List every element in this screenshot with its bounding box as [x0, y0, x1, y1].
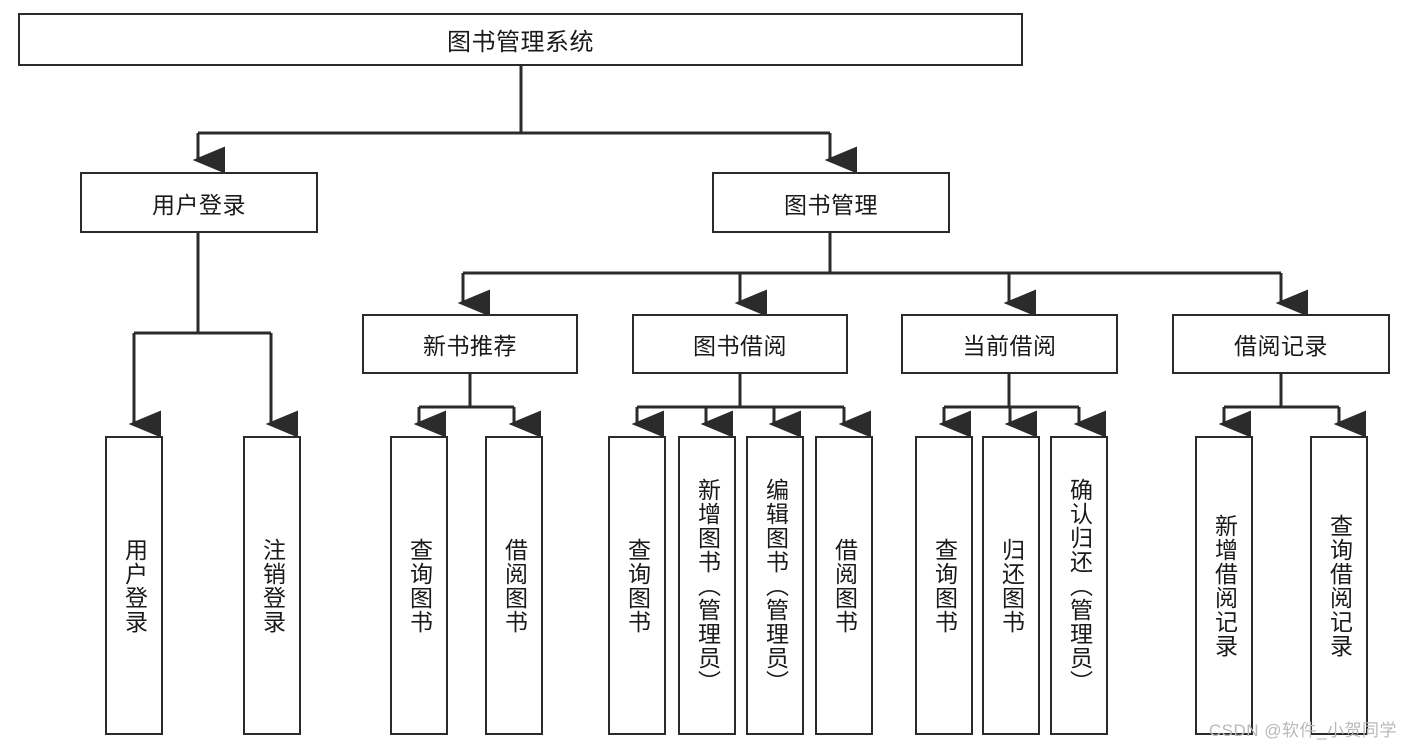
leaf-borrow-book-1[interactable]: 借阅图书: [485, 436, 543, 735]
leaf-return-book[interactable]: 归还图书: [982, 436, 1040, 735]
leaf-query-borrow-record-label: 查询借阅记录: [1326, 513, 1353, 658]
node-user-login[interactable]: 用户登录: [80, 172, 318, 233]
leaf-borrow-book-2[interactable]: 借阅图书: [815, 436, 873, 735]
leaf-user-login[interactable]: 用户登录: [105, 436, 163, 735]
leaf-edit-book-label: 编辑图书（管理员）: [762, 477, 789, 694]
node-book-borrow[interactable]: 图书借阅: [632, 314, 848, 374]
leaf-query-borrow-record[interactable]: 查询借阅记录: [1310, 436, 1368, 735]
node-borrow-record-label: 借阅记录: [1234, 333, 1328, 359]
leaf-logout-login-label: 注销登录: [259, 537, 286, 634]
leaf-borrow-book-1-label: 借阅图书: [501, 537, 528, 634]
watermark: CSDN @软件_小贺同学: [1208, 721, 1397, 740]
leaf-add-borrow-record-label: 新增借阅记录: [1211, 513, 1238, 658]
node-new-book-recommend[interactable]: 新书推荐: [362, 314, 578, 374]
node-book-management-label: 图书管理: [784, 191, 878, 218]
leaf-confirm-return-label: 确认归还（管理员）: [1066, 477, 1093, 694]
node-new-book-recommend-label: 新书推荐: [423, 333, 517, 359]
leaf-add-book-label: 新增图书（管理员）: [694, 477, 721, 694]
node-book-borrow-label: 图书借阅: [693, 333, 787, 359]
node-current-borrow[interactable]: 当前借阅: [901, 314, 1118, 374]
leaf-query-book-2-label: 查询图书: [624, 537, 651, 634]
leaf-logout-login[interactable]: 注销登录: [243, 436, 301, 735]
leaf-query-book-1-label: 查询图书: [406, 537, 433, 634]
leaf-query-book-3[interactable]: 查询图书: [915, 436, 973, 735]
leaf-query-book-3-label: 查询图书: [931, 537, 958, 634]
node-root-label: 图书管理系统: [447, 29, 594, 56]
leaf-query-book-2[interactable]: 查询图书: [608, 436, 666, 735]
node-root[interactable]: 图书管理系统: [18, 13, 1023, 66]
leaf-confirm-return[interactable]: 确认归还（管理员）: [1050, 436, 1108, 735]
leaf-user-login-label: 用户登录: [121, 537, 148, 634]
leaf-borrow-book-2-label: 借阅图书: [831, 537, 858, 634]
leaf-query-book-1[interactable]: 查询图书: [390, 436, 448, 735]
leaf-add-book[interactable]: 新增图书（管理员）: [678, 436, 736, 735]
node-user-login-label: 用户登录: [152, 191, 246, 218]
node-book-management[interactable]: 图书管理: [712, 172, 950, 233]
node-borrow-record[interactable]: 借阅记录: [1172, 314, 1390, 374]
leaf-add-borrow-record[interactable]: 新增借阅记录: [1195, 436, 1253, 735]
leaf-edit-book[interactable]: 编辑图书（管理员）: [746, 436, 804, 735]
node-current-borrow-label: 当前借阅: [962, 333, 1057, 359]
leaf-return-book-label: 归还图书: [998, 537, 1025, 634]
